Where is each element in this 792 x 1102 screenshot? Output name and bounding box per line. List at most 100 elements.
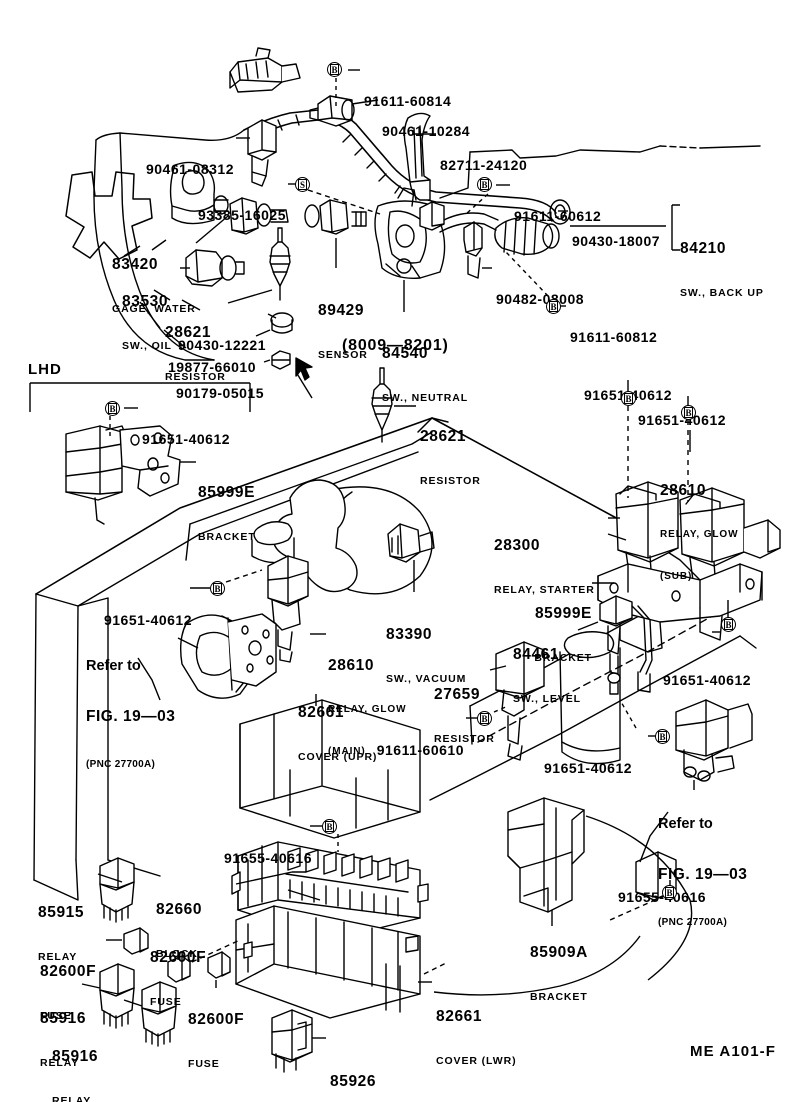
part-number: 85916 xyxy=(52,1047,99,1065)
part-number: 28621 xyxy=(420,427,467,445)
part-label-90482-08008: 90482-08008 xyxy=(496,259,584,339)
bolt-marker-icon: B xyxy=(322,819,337,834)
part-description: RELAY, STARTER xyxy=(494,584,595,597)
part-number: 89429 xyxy=(318,301,365,319)
part-description: RELAY xyxy=(52,1095,92,1102)
part-label-85916-b: 85916 RELAY xyxy=(52,1016,98,1102)
part-description: RELAY xyxy=(40,1057,80,1070)
part-label-28300: 28300 RELAY, STARTER xyxy=(494,505,595,628)
bolt-marker-icon: B xyxy=(721,617,736,632)
part-label-28610-sub: 28610 RELAY, GLOW (SUB) xyxy=(660,450,738,615)
part-number: 90461-08312 xyxy=(145,160,234,177)
part-label-85999E-right: 85999E BRACKET xyxy=(472,573,592,696)
part-number: 91611-60812 xyxy=(570,328,658,345)
refer-line-3: (PNC 27700A) xyxy=(86,758,156,770)
part-number: 28610 xyxy=(328,656,375,674)
part-label-83530: 83530 SW., OIL xyxy=(122,261,172,384)
part-number: 91651-40612 xyxy=(663,671,752,688)
part-label-84461: 84461 SW., LEVEL xyxy=(513,614,581,737)
part-number: 82661 xyxy=(298,703,345,721)
part-number: 83390 xyxy=(386,625,433,643)
part-number: 28610 xyxy=(660,481,707,499)
part-label-82660: 82660 BLOCK xyxy=(156,869,202,992)
part-label-19877-66010: 19877-66010 xyxy=(100,327,256,407)
part-label-91611-60610: 91611-60610 xyxy=(364,710,464,790)
refer-line-1: Refer to xyxy=(658,815,713,832)
part-number: 82711-24120 xyxy=(440,156,528,173)
part-description: SW., VACUUM xyxy=(386,673,467,686)
part-label-91611-60814: 91611-60814 xyxy=(364,61,451,141)
part-description: SW., OIL xyxy=(122,340,172,353)
bolt-marker-icon: B xyxy=(655,729,670,744)
part-label-85915: 85915 RELAY xyxy=(38,872,84,995)
part-label-84210: 84210 SW., BACK UP xyxy=(680,208,764,331)
part-number: 91611-60610 xyxy=(376,741,464,758)
part-description: FUSE xyxy=(40,1010,72,1023)
part-description: SW., BACK UP xyxy=(680,287,764,300)
part-description: SENSOR xyxy=(318,349,368,362)
part-label-28621-top: 28621 RESISTOR xyxy=(165,292,226,415)
part-number: 91655-40616 xyxy=(223,849,312,866)
bolt-marker-icon: B xyxy=(621,391,636,406)
part-number: 85999E xyxy=(534,604,592,622)
part-description: GAGE, WATER xyxy=(112,303,196,316)
part-number: 84540 xyxy=(382,344,429,362)
part-label-84540: 84540 SW., NEUTRAL xyxy=(382,313,468,436)
part-number: 84461 xyxy=(513,645,560,663)
part-number: 90179-05015 xyxy=(175,384,264,401)
part-number: 85915 xyxy=(38,903,85,921)
part-label-82600F-c: 82600F FUSE xyxy=(188,979,244,1102)
part-description: COVER (UPR) xyxy=(298,751,378,764)
part-number: 90430-18007 xyxy=(572,232,661,249)
part-number: 93385-16025 xyxy=(197,206,286,223)
part-number: 91611-60612 xyxy=(514,207,602,224)
part-number: 91611-60814 xyxy=(364,92,452,109)
part-number: 91651-40612 xyxy=(638,411,727,428)
part-number: 85999E xyxy=(198,483,256,501)
part-label-85926: 85926 RELAY xyxy=(330,1041,376,1102)
part-description: RELAY, GLOW xyxy=(660,529,739,541)
part-description-2: (SUB) xyxy=(660,570,693,582)
part-description: RESISTOR xyxy=(420,475,481,488)
part-description: SW., LEVEL xyxy=(513,693,581,706)
bolt-marker-icon: B xyxy=(210,581,225,596)
part-label-89429: 89429 SENSOR xyxy=(318,270,368,393)
refer-note-left: Refer to FIG. 19—03 (PNC 27700A) xyxy=(86,624,175,805)
part-label-90461-08312: 90461-08312 xyxy=(82,129,234,209)
part-description: COVER (LWR) xyxy=(436,1055,517,1068)
part-label-83390: 83390 SW., VACUUM xyxy=(386,594,466,717)
part-label-28621-mid: 28621 RESISTOR xyxy=(420,396,481,519)
bolt-marker-icon: B xyxy=(327,62,342,77)
part-description: RELAY xyxy=(38,951,78,964)
screw-marker-icon: S xyxy=(295,177,310,192)
part-label-91655-40616-a: 91655-40616 xyxy=(206,818,312,898)
part-label-91651-40612-e: 91651-40612 xyxy=(544,728,632,808)
part-number: 82600F xyxy=(188,1010,245,1028)
part-number: 82661 xyxy=(436,1007,483,1025)
part-number: 90482-08008 xyxy=(496,290,585,307)
part-description-2: (MAIN) xyxy=(328,745,366,757)
bolt-marker-icon: B xyxy=(477,177,492,192)
part-label-91651-40612-f: 91651-40612 xyxy=(96,580,192,660)
part-label-90430-18007: 90430-18007 xyxy=(572,201,660,281)
part-label-85999E-left: 85999E BRACKET xyxy=(198,452,256,575)
part-label-91651-40612-a: 91651-40612 xyxy=(142,399,230,479)
part-label-82711-24120: 82711-24120 xyxy=(440,125,527,205)
part-label-90461-10284: 90461-10284 xyxy=(382,91,470,171)
part-number: 90430-12221 xyxy=(177,336,266,353)
part-label-85909A: 85909A BRACKET xyxy=(530,912,588,1035)
bolt-marker-icon: B xyxy=(477,711,492,726)
part-number: 85909A xyxy=(530,943,588,961)
refer-note-right: Refer to FIG. 19—03 (PNC 27700A) xyxy=(658,782,747,963)
part-label-90430-12221: 90430-12221 xyxy=(110,305,266,385)
part-number: 19877-66010 xyxy=(167,358,256,375)
part-number: 91655-40616 xyxy=(618,888,707,905)
bolt-marker-icon: B xyxy=(546,299,561,314)
part-description: FUSE xyxy=(150,996,182,1009)
refer-line-2: FIG. 19—03 xyxy=(86,707,176,725)
part-description: SW., NEUTRAL xyxy=(382,392,469,405)
part-label-91655-40616-b: 91655-40616 xyxy=(618,857,706,937)
refer-line-1: Refer to xyxy=(86,657,141,674)
part-number: 91651-40612 xyxy=(142,430,231,447)
